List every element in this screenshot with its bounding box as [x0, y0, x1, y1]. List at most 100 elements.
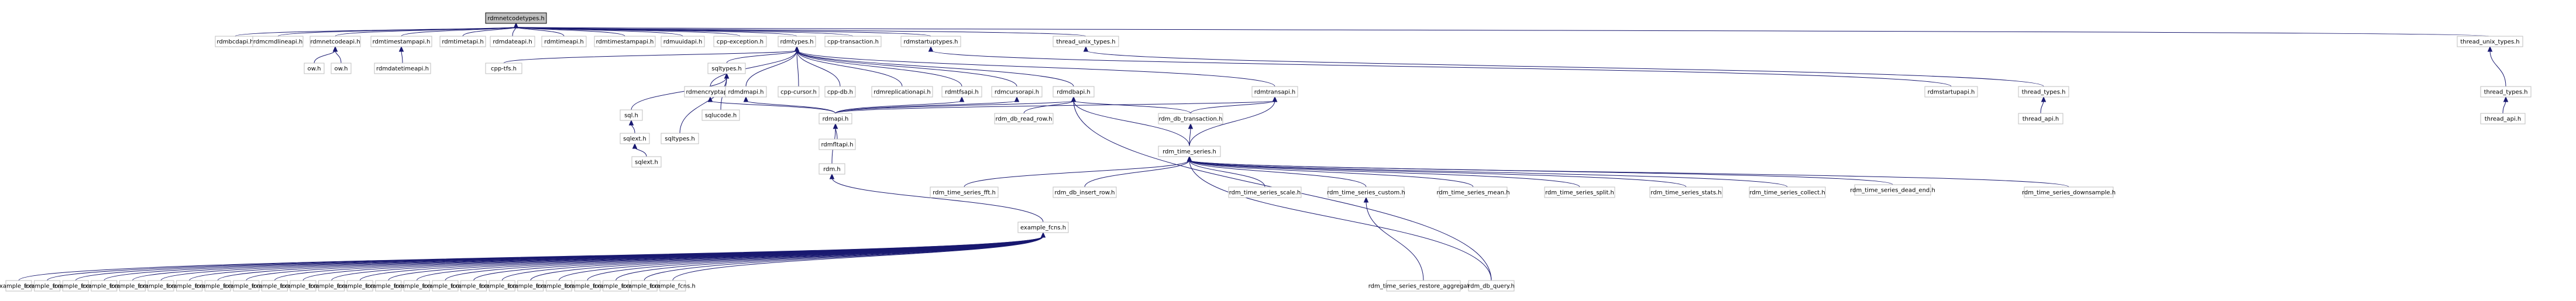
file-node[interactable]: example_fcns.h	[53, 280, 98, 292]
file-node[interactable]: example_fcns.h	[479, 280, 525, 292]
node-label: thread_api.h	[2485, 116, 2522, 123]
file-node[interactable]: example_fcns.h	[536, 280, 582, 292]
file-node[interactable]: rdm_time_series_fft.h	[930, 186, 999, 198]
file-node[interactable]: sqlext.h	[620, 133, 650, 144]
file-node[interactable]: example_fcns.h	[309, 280, 355, 292]
file-node[interactable]: thread_types.h	[2480, 86, 2532, 98]
file-node[interactable]: rdmbcdapi.h	[215, 36, 256, 47]
file-node[interactable]: example_fcns.h	[508, 280, 553, 292]
file-node[interactable]: example_fcns.h	[252, 280, 297, 292]
file-node[interactable]: example_fcns.h	[195, 280, 240, 292]
file-node[interactable]: rdmfltapi.h	[818, 139, 856, 150]
file-node[interactable]: example_fcns.h	[451, 280, 497, 292]
file-node[interactable]: example_fcns.h	[621, 280, 667, 292]
file-node[interactable]: sqltypes.h	[661, 133, 699, 144]
file-node[interactable]: example_fcns.h	[138, 280, 184, 292]
file-node[interactable]: sqlext.h	[631, 156, 662, 168]
file-node[interactable]: rdmstartupapi.h	[1924, 86, 1978, 98]
node-label: example_fcns.h	[536, 283, 582, 290]
file-node[interactable]: rdmstartuptypes.h	[900, 36, 961, 47]
file-node[interactable]: rdmdateapi.h	[490, 36, 535, 47]
dependency-edge	[796, 50, 962, 87]
file-node[interactable]: rdmcursorapi.h	[991, 86, 1043, 98]
file-node[interactable]: rdmtransapi.h	[1251, 86, 1298, 98]
node-label: rdm_time_series_custom.h	[1327, 190, 1405, 196]
root-node[interactable]: rdmnetcodetypes.h	[485, 12, 547, 24]
file-node[interactable]: rdm_time_series_custom.h	[1327, 186, 1405, 198]
file-node[interactable]: rdmtypes.h	[778, 36, 816, 47]
file-node[interactable]: example_fcns.h	[81, 280, 127, 292]
file-node[interactable]: rdmtfsapi.h	[941, 86, 982, 98]
file-node[interactable]: thread_api.h	[2480, 113, 2526, 124]
file-node[interactable]: cpp-exception.h	[713, 36, 767, 47]
file-node[interactable]: ow.h	[304, 63, 325, 74]
file-node[interactable]: rdm_db_insert_row.h	[1053, 186, 1117, 198]
node-label: rdm_time_series.h	[1163, 149, 1216, 155]
node-label: rdm_db_read_row.h	[995, 116, 1052, 123]
file-node[interactable]: thread_api.h	[2018, 113, 2063, 124]
dependency-edge	[679, 77, 727, 134]
file-node[interactable]: thread_types.h	[2018, 86, 2069, 98]
file-node[interactable]: rdmtimetapi.h	[439, 36, 486, 47]
file-node[interactable]: example_fcns.h	[223, 280, 269, 292]
file-node[interactable]: rdm_time_series_collect.h	[1749, 186, 1826, 198]
file-node[interactable]: example_fcns.h	[337, 280, 383, 292]
file-node[interactable]: sql.h	[620, 109, 643, 121]
file-node[interactable]: example_fcns.h	[422, 280, 468, 292]
node-label: example_fcns.h	[1020, 225, 1066, 231]
file-node[interactable]: example_fcns.h	[0, 280, 42, 292]
file-node[interactable]: example_fcns.h	[1017, 222, 1069, 233]
file-node[interactable]: rdm_db_transaction.h	[1158, 113, 1223, 124]
file-node[interactable]: cpp-db.h	[824, 86, 856, 98]
file-node[interactable]: rdm_time_series.h	[1158, 146, 1221, 157]
node-label: rdmapi.h	[823, 116, 849, 123]
file-node[interactable]: rdm_time_series_mean.h	[1436, 186, 1510, 198]
edge-arrowhead	[2503, 96, 2509, 102]
node-box	[460, 280, 487, 292]
node-box	[290, 280, 317, 292]
file-node[interactable]: cpp-tfs.h	[485, 63, 522, 74]
file-node[interactable]: example_fcns.h	[167, 280, 212, 292]
file-node[interactable]: rdm_time_series_dead_end.h	[1850, 184, 1935, 196]
file-node[interactable]: rdmtimestampapi.h	[594, 36, 656, 47]
file-node[interactable]: sqltypes.h	[707, 63, 746, 74]
node-box	[489, 280, 515, 292]
file-node[interactable]: example_fcns.h	[650, 280, 696, 292]
file-node[interactable]: cpp-transaction.h	[824, 36, 882, 47]
file-node[interactable]: rdmtimestampapi.h	[370, 36, 432, 47]
file-node[interactable]: ow.h	[331, 63, 352, 74]
file-node[interactable]: sqlucode.h	[701, 109, 740, 121]
file-node[interactable]: thread_unix_types.h	[2457, 36, 2523, 47]
node-label: sqlext.h	[623, 136, 646, 143]
file-node[interactable]: cpp-cursor.h	[778, 86, 820, 98]
file-node[interactable]: rdmuuidapi.h	[661, 36, 705, 47]
file-node[interactable]: example_fcns.h	[565, 280, 610, 292]
file-node[interactable]: example_fcns.h	[366, 280, 411, 292]
file-node[interactable]: rdm_time_series_scale.h	[1228, 186, 1302, 198]
file-node[interactable]: example_fcns.h	[109, 280, 155, 292]
file-node[interactable]: example_fcns.h	[394, 280, 439, 292]
file-node[interactable]: rdm_time_series_restore_aggregate.h	[1368, 280, 1479, 292]
file-node[interactable]: example_fcns.h	[593, 280, 639, 292]
file-node[interactable]: rdmdatetimeapi.h	[374, 63, 431, 74]
file-node[interactable]: example_fcns.h	[280, 280, 326, 292]
file-node[interactable]: rdmdbapi.h	[1053, 86, 1095, 98]
node-label: rdm_time_series_mean.h	[1436, 190, 1509, 196]
file-node[interactable]: rdmcmdlineapi.h	[252, 36, 304, 47]
file-node[interactable]: rdmencryptapi.h	[684, 86, 737, 98]
file-node[interactable]: rdm_time_series_downsample.h	[2022, 186, 2116, 198]
file-node[interactable]: example_fcns.h	[25, 280, 70, 292]
file-node[interactable]: rdmapi.h	[818, 113, 852, 124]
file-node[interactable]: rdmdmapi.h	[725, 86, 767, 98]
file-node[interactable]: rdmreplicationapi.h	[871, 86, 933, 98]
file-node[interactable]: rdmnetcodeapi.h	[309, 36, 361, 47]
file-node[interactable]: rdmtimeapi.h	[541, 36, 587, 47]
dependency-edge	[401, 26, 517, 37]
file-node[interactable]: rdm_db_read_row.h	[994, 113, 1054, 124]
file-node[interactable]: rdm_time_series_stats.h	[1649, 186, 1723, 198]
file-node[interactable]: rdm_db_query.h	[1468, 280, 1515, 292]
file-node[interactable]: rdm_time_series_split.h	[1544, 186, 1615, 198]
file-node[interactable]: rdm.h	[818, 163, 845, 175]
file-node[interactable]: thread_unix_types.h	[1053, 36, 1119, 47]
node-label: example_fcns.h	[195, 283, 240, 290]
